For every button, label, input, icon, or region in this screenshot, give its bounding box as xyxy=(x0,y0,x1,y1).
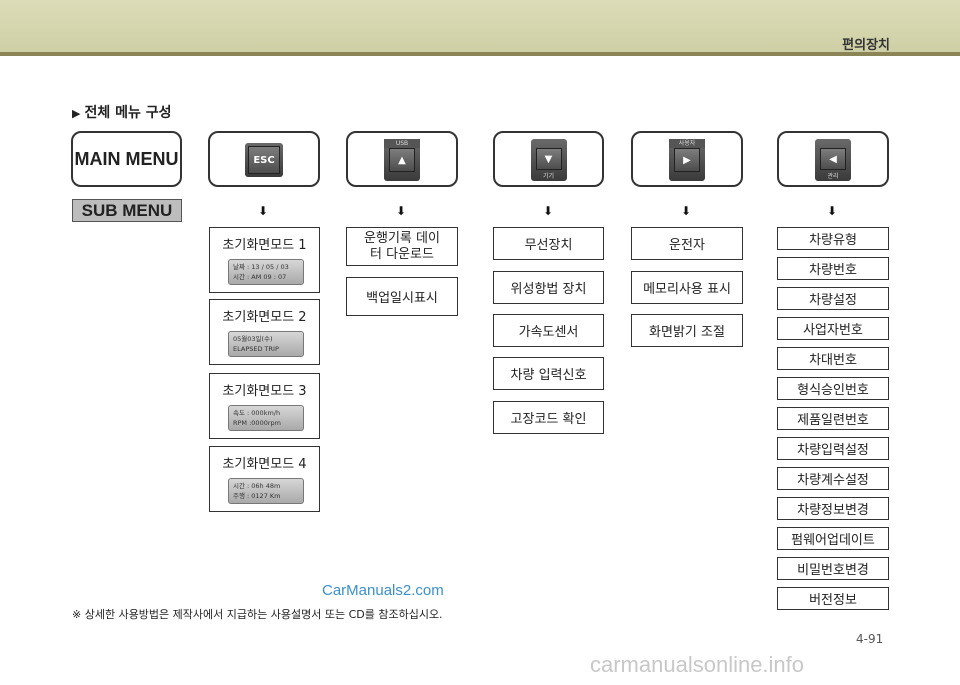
down-arrow-icon: ▼ xyxy=(535,148,562,170)
esc-button-image: ESC xyxy=(245,143,283,177)
admin-item: 차량입력설정 xyxy=(777,437,889,460)
lcd-line: 날짜 : 13 / 05 / 03 xyxy=(233,263,289,271)
down-arrow-icon: ⬇ xyxy=(396,204,407,218)
esc-key-box: ESC xyxy=(208,131,320,187)
admin-item: 차량유형 xyxy=(777,227,889,250)
admin-item: 형식승인번호 xyxy=(777,377,889,400)
down-arrow-icon: ⬇ xyxy=(543,204,554,218)
usb-item: 운행기록 데이터 다운로드 xyxy=(346,227,458,266)
lcd-screen: 05월03일(수) ELAPSED TRIP xyxy=(228,331,304,357)
admin-item: 버전정보 xyxy=(777,587,889,610)
down-arrow-icon: ⬇ xyxy=(258,204,269,218)
user-item: 화면밝기 조절 xyxy=(631,314,743,347)
down-arrow-icon: ⬇ xyxy=(827,204,838,218)
device-item: 위성항법 장치 xyxy=(493,271,604,304)
admin-key-box: ◀ 관리 xyxy=(777,131,889,187)
lcd-screen: 날짜 : 13 / 05 / 03 시간 : AM 09 : 07 xyxy=(228,259,304,285)
device-item: 차량 입력신호 xyxy=(493,357,604,390)
esc-key-face: ESC xyxy=(248,146,280,174)
admin-item: 펌웨어업데이트 xyxy=(777,527,889,550)
main-menu-box: MAIN MENU xyxy=(71,131,182,187)
sub-menu-label: SUB MENU xyxy=(72,199,182,222)
lcd-line: 주행 : 0127 Km xyxy=(233,492,281,500)
lcd-line: ELAPSED TRIP xyxy=(233,345,279,353)
watermark-link[interactable]: CarManuals2.com xyxy=(322,582,444,599)
lcd-screen: 시간 : 06h 48m 주행 : 0127 Km xyxy=(228,478,304,504)
home-mode-1: 초기화면모드 1 날짜 : 13 / 05 / 03 시간 : AM 09 : … xyxy=(209,227,320,293)
bottom-watermark: carmanualsonline.info xyxy=(590,652,805,677)
admin-item: 차량정보변경 xyxy=(777,497,889,520)
down-key-bottom: 기기 xyxy=(542,173,555,180)
admin-item: 차대번호 xyxy=(777,347,889,370)
admin-item: 차량설정 xyxy=(777,287,889,310)
left-button-image: ◀ 관리 xyxy=(815,139,851,181)
home-mode-4: 초기화면모드 4 시간 : 06h 48m 주행 : 0127 Km xyxy=(209,446,320,512)
device-item: 가속도센서 xyxy=(493,314,604,347)
left-key-bottom: 관리 xyxy=(827,173,839,180)
lcd-line: 시간 : 06h 48m xyxy=(233,482,281,490)
header-bar: 편의장치 xyxy=(0,0,960,56)
mode-label: 초기화면모드 2 xyxy=(222,310,307,325)
admin-item: 비밀번호변경 xyxy=(777,557,889,580)
device-item: 고장코드 확인 xyxy=(493,401,604,434)
triangle-bullet-icon: ▶ xyxy=(72,107,81,120)
left-arrow-icon: ◀ xyxy=(820,148,846,170)
right-key-cap: 사용자 xyxy=(669,139,705,148)
usb-item: 백업일시표시 xyxy=(346,277,458,316)
up-arrow-icon: ▲ xyxy=(389,148,415,172)
up-key-cap: USB xyxy=(384,139,420,148)
mode-label: 초기화면모드 4 xyxy=(222,457,307,472)
right-button-image: 사용자 ▶ xyxy=(669,139,705,181)
lcd-line: 시간 : AM 09 : 07 xyxy=(233,273,287,281)
admin-item: 차량계수설정 xyxy=(777,467,889,490)
mode-label: 초기화면모드 1 xyxy=(222,238,307,253)
user-item: 메모리사용 표시 xyxy=(631,271,743,304)
home-mode-3: 초기화면모드 3 속도 : 000km/h RPM :0000rpm xyxy=(209,373,320,439)
mode-label: 초기화면모드 3 xyxy=(222,384,307,399)
page-number: 4-91 xyxy=(856,632,884,646)
up-button-image: USB ▲ xyxy=(384,139,420,181)
down-arrow-icon: ⬇ xyxy=(681,204,692,218)
lcd-line: 속도 : 000km/h xyxy=(233,409,281,417)
section-title-text: 전체 메뉴 구성 xyxy=(84,105,172,121)
admin-item: 제품일련번호 xyxy=(777,407,889,430)
lcd-line: 05월03일(수) xyxy=(233,335,273,343)
page-header-title: 편의장치 xyxy=(842,38,890,53)
device-key-box: ▼ 기기 xyxy=(493,131,604,187)
home-mode-2: 초기화면모드 2 05월03일(수) ELAPSED TRIP xyxy=(209,299,320,365)
usb-key-box: USB ▲ xyxy=(346,131,458,187)
down-button-image: ▼ 기기 xyxy=(530,139,567,181)
lcd-line: RPM :0000rpm xyxy=(233,419,281,427)
lcd-screen: 속도 : 000km/h RPM :0000rpm xyxy=(228,405,304,431)
user-key-box: 사용자 ▶ xyxy=(631,131,743,187)
footnote: ※ 상세한 사용방법은 제작사에서 지급하는 사용설명서 또는 CD를 참조하십… xyxy=(72,608,443,621)
user-item: 운전자 xyxy=(631,227,743,260)
right-arrow-icon: ▶ xyxy=(674,148,700,172)
admin-item: 사업자번호 xyxy=(777,317,889,340)
section-title: ▶전체 메뉴 구성 xyxy=(72,102,172,122)
admin-item: 차량번호 xyxy=(777,257,889,280)
device-item: 무선장치 xyxy=(493,227,604,260)
